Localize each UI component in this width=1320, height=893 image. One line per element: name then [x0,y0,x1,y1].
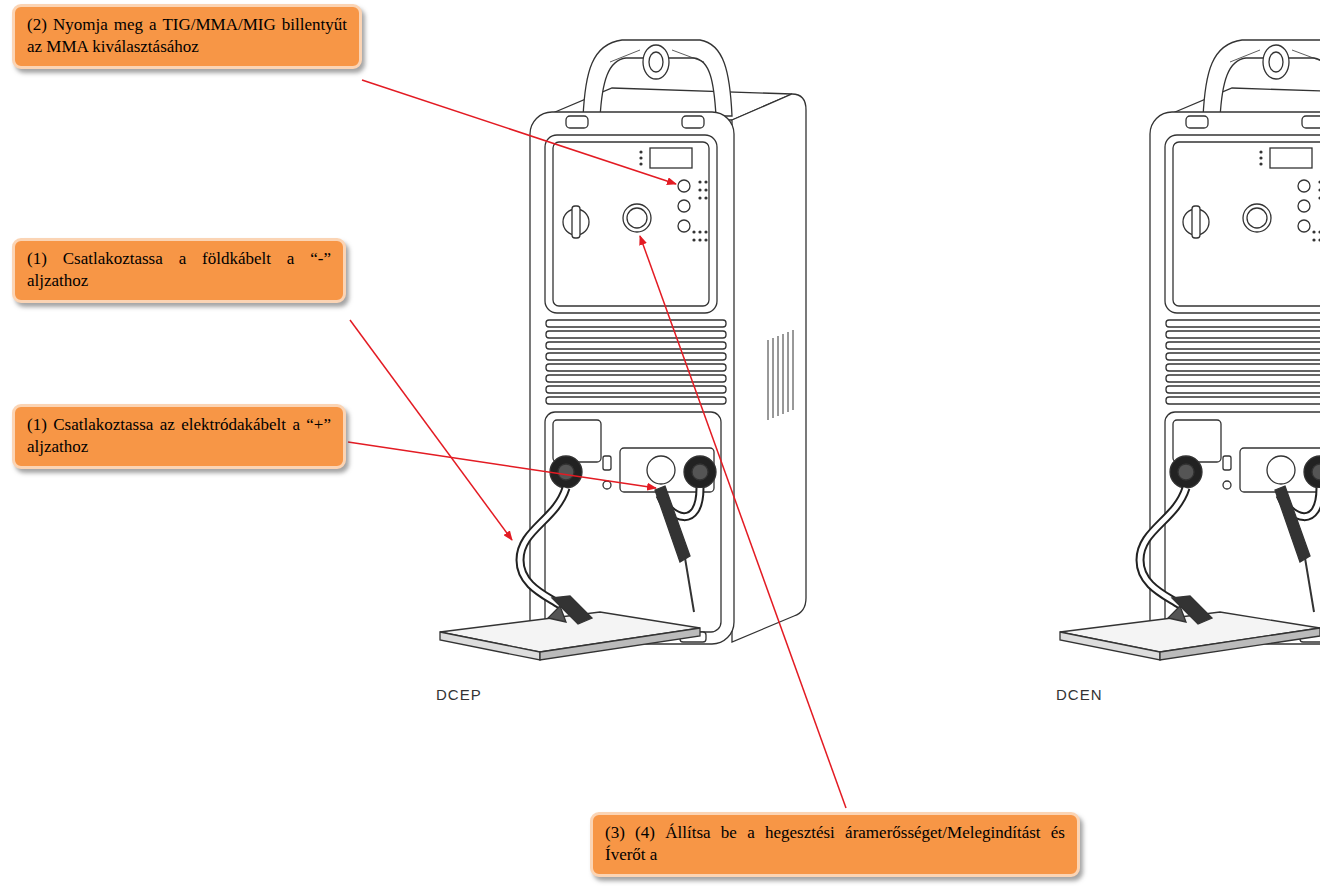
callout-box: (3) (4) Állítsa be a hegesztési áramerős… [590,812,1080,877]
callout-text: (1) Csatlakoztassa a földkábelt a “-” al… [27,248,331,292]
callout-text: (3) (4) Állítsa be a hegesztési áramerős… [605,822,1065,866]
callout-text: (2) Nyomja meg a TIG/MMA/MIG billentyűt … [27,14,347,58]
callout-box: (1) Csatlakoztassa a földkábelt a “-” al… [12,238,346,303]
callout-box: (1) Csatlakoztassa az elektródakábelt a … [12,404,346,469]
mode-label: DCEN [1056,686,1103,703]
mode-label: DCEP [436,686,482,703]
callout-box: (2) Nyomja meg a TIG/MMA/MIG billentyűt … [12,4,362,69]
callout-text: (1) Csatlakoztassa az elektródakábelt a … [27,414,331,458]
